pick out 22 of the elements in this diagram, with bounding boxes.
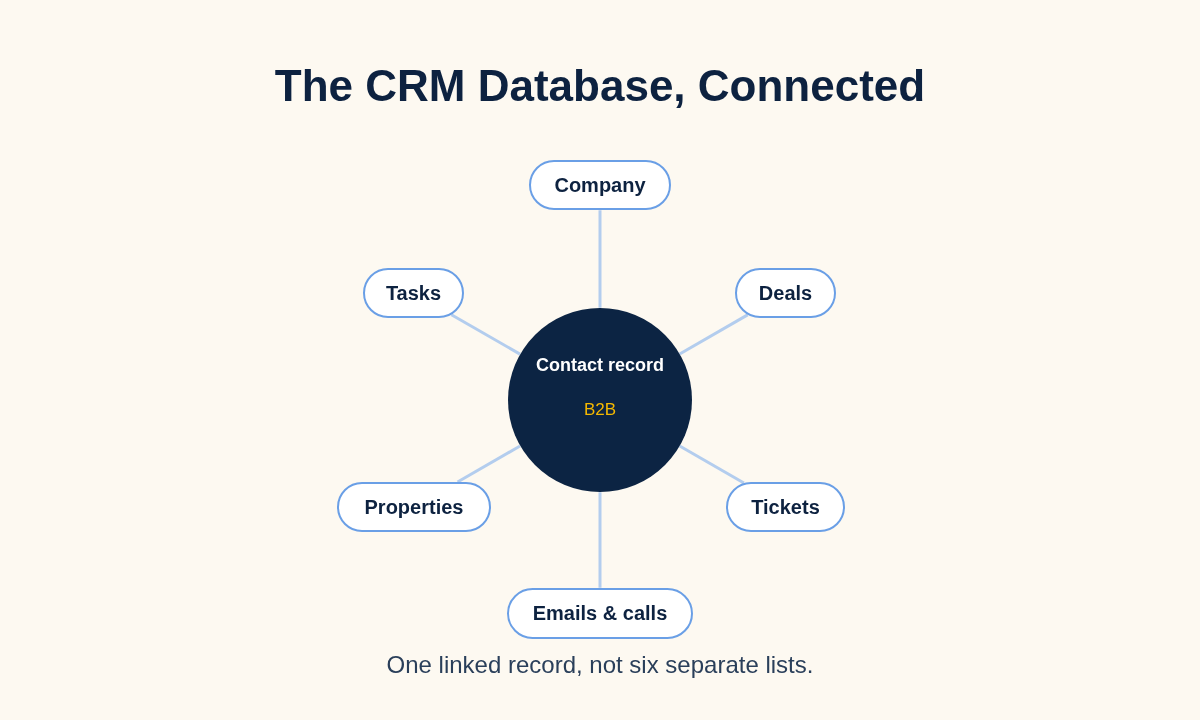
node-label: Company	[554, 172, 646, 198]
pill-node	[529, 160, 671, 210]
pill-node	[337, 482, 491, 532]
connector-line	[678, 444, 745, 485]
node-label: Tickets	[751, 494, 820, 520]
connector-line	[456, 444, 521, 484]
caption: One linked record, not six separate lists.	[385, 650, 815, 680]
title: The CRM Database, Connected	[273, 60, 927, 112]
pill-node	[363, 268, 464, 318]
node-label: Emails & calls	[532, 601, 668, 626]
hub-subtitle: B2B	[583, 398, 617, 420]
connector-line	[598, 492, 602, 588]
connector-line	[598, 210, 602, 308]
hub-title: Contact record	[536, 354, 664, 377]
node-label: Properties	[364, 494, 464, 520]
pill-node	[726, 482, 845, 532]
pill-node	[507, 588, 693, 639]
pill-node	[735, 268, 836, 318]
connector-line	[450, 313, 521, 356]
node-label: Deals	[758, 280, 813, 306]
node-label: Tasks	[385, 280, 442, 306]
connector-line	[678, 313, 749, 356]
